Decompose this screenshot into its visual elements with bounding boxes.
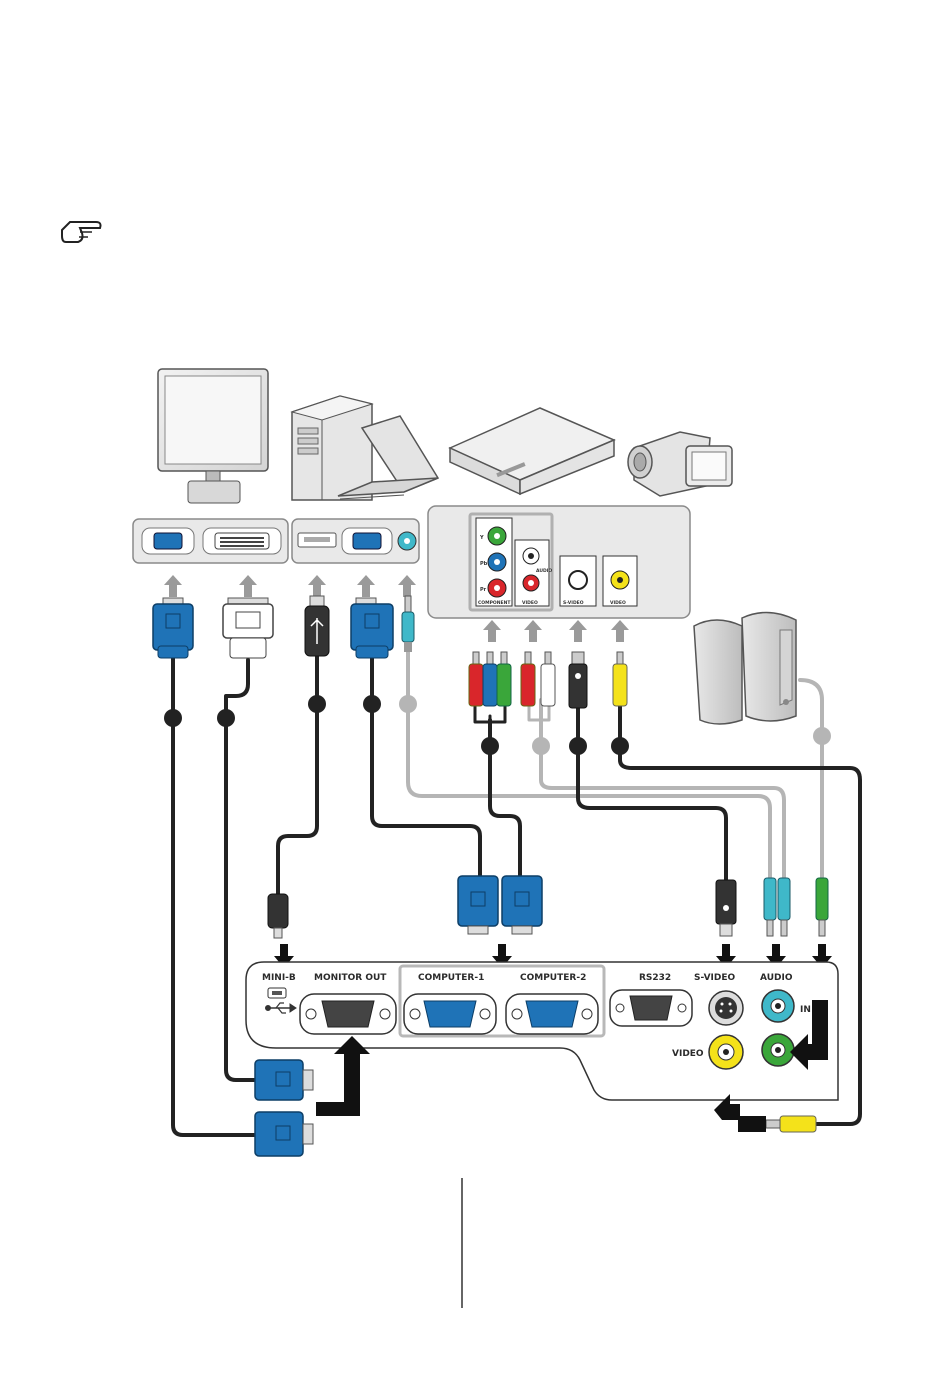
source-svideo-label: S-VIDEO [563,600,584,606]
audio-out-port [762,1034,794,1066]
monitor-out-vga-plugs [255,1060,313,1156]
mini-usb-plug [268,894,288,938]
audio-in-port [762,990,794,1022]
audio-label: AUDIO [760,973,793,983]
monitor-out-label: MONITOR OUT [314,973,387,983]
computer-1-port [404,994,496,1034]
source-audio-label: AUDIO [536,568,552,574]
speakers-icon [694,612,796,724]
vga-plug-pair [458,876,542,934]
camcorder-icon [628,432,732,496]
vga-plug-computer [351,598,393,658]
computer-2-label: COMPUTER-2 [520,973,586,983]
computer-2-port [506,994,598,1034]
audio-in-label: IN [800,1005,811,1015]
component-y-label: Y [479,535,484,541]
vga-plug-monitor [153,598,193,658]
rca-plugs [469,652,627,708]
dvi-plug [223,598,273,658]
monitor-out-port [300,994,396,1034]
computer-1-label: COMPUTER-1 [418,973,484,983]
component-pr-label: Pr [480,587,487,593]
svideo-plug-source [569,652,587,708]
pointing-hand-icon [62,222,101,242]
s-video-port [709,991,743,1025]
audio-plug-computer [402,596,414,652]
monitor-icon [158,369,268,503]
rs232-port [610,990,692,1026]
computer-connector-panel [292,519,419,563]
s-video-label: S-VIDEO [694,973,735,983]
video-plug-source [613,652,627,706]
source-video2-label: VIDEO [610,600,626,606]
video-plug-projector [766,1116,816,1132]
audio-out-plug [816,878,828,936]
dvd-player-icon [450,408,614,494]
video-port [709,1035,743,1069]
mini-b-label: MINI-B [262,973,296,983]
video-label: VIDEO [672,1049,704,1059]
svideo-plug-projector [716,880,736,936]
rs232-label: RS232 [639,973,671,983]
desktop-computer-icon [292,396,372,500]
audio-in-plug [764,878,790,936]
usb-plug [305,596,329,656]
component-label: COMPONENT [478,600,511,606]
mini-usb-port [268,988,286,998]
av-connector-panel: Y Pb Pr COMPONENT AUDIO VIDEO S-VIDEO VI… [428,506,690,618]
component-pb-label: Pb [480,561,488,567]
monitor-connector-panel [133,519,288,563]
source-video-label: VIDEO [522,600,538,606]
